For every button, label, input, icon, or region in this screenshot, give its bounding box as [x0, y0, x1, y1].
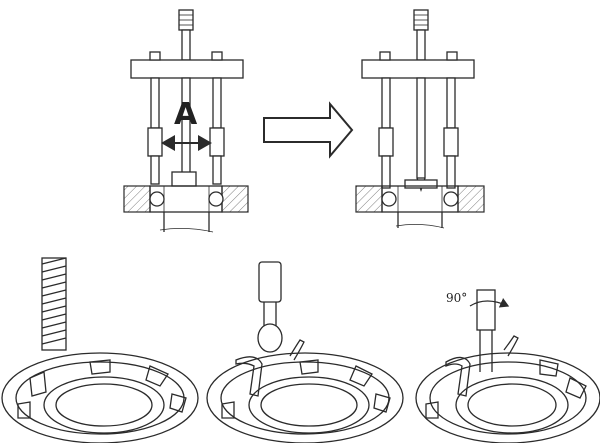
tool-insert-view — [206, 261, 404, 443]
puller-after — [355, 9, 485, 229]
rotate-arrow-icon — [469, 298, 510, 308]
dimension-label: A — [174, 97, 198, 132]
right-hollow-arrow-icon — [263, 101, 354, 159]
puller-before: A — [123, 9, 249, 233]
coil-spring — [41, 257, 67, 351]
spring-bearing-view — [1, 257, 199, 443]
tool-rotate-view: 90° — [415, 289, 600, 443]
angle-label: 90° — [446, 291, 467, 305]
